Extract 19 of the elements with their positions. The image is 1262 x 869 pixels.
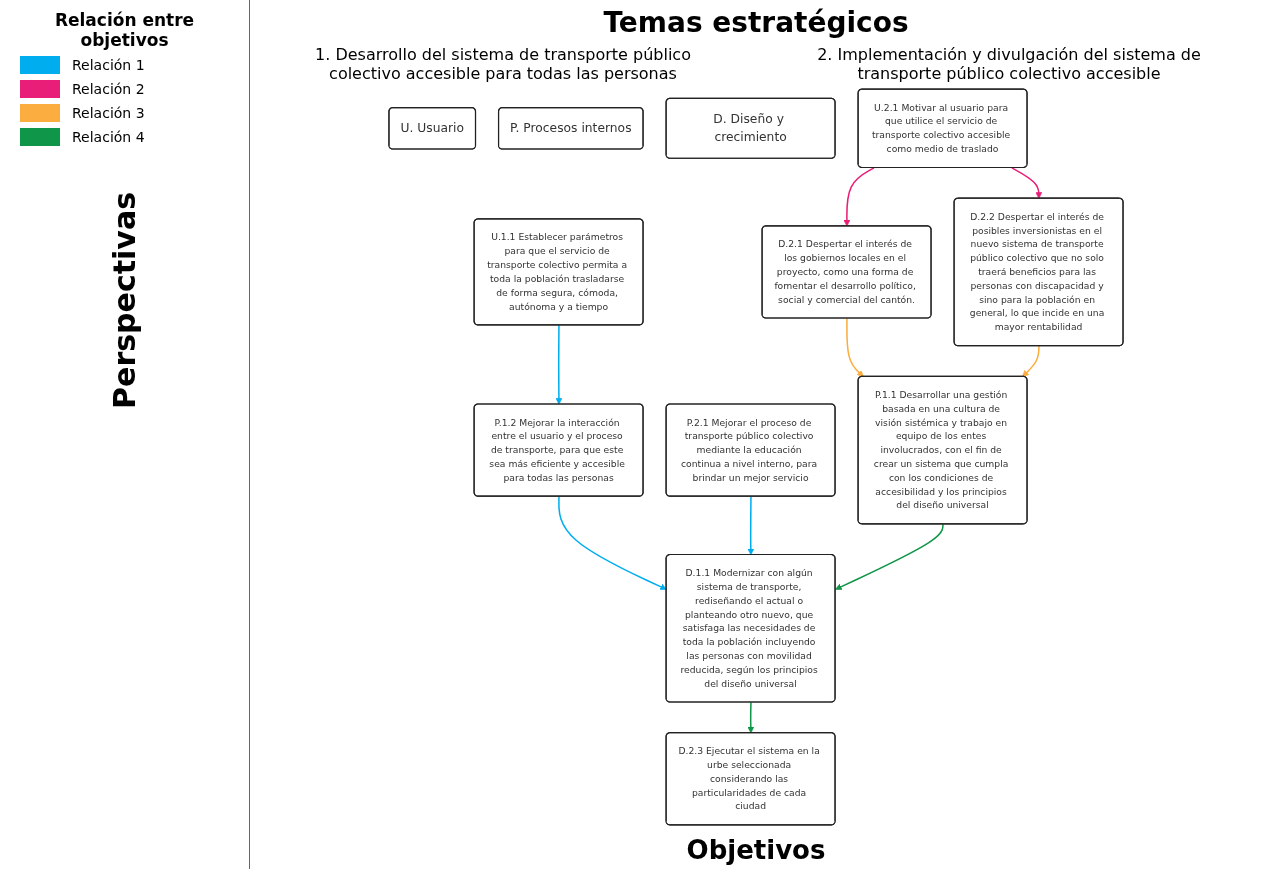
legend-label: Relación 2 [72, 81, 145, 97]
legend-label: Relación 3 [72, 105, 145, 121]
arrow [835, 523, 944, 590]
arrow [843, 167, 875, 227]
arrow [846, 317, 864, 378]
arrow [747, 701, 755, 734]
arrow [747, 495, 755, 556]
arrow [1011, 167, 1043, 199]
legend-heading: Relación entre objetivos [53, 10, 196, 50]
arrow [555, 324, 563, 405]
legend-label: Relación 4 [72, 129, 145, 145]
footer-heading: Objetivos [686, 835, 826, 865]
arrow [558, 495, 667, 590]
column-heading: 2. Implementación y divulgación del sistema de transporte público colectivo accesible [816, 45, 1202, 83]
arrow [1022, 345, 1040, 378]
column-heading: 1. Desarrollo del sistema de transporte público colectivo accesible para todas las personas [314, 45, 692, 83]
row-heading: Perspectivas [107, 192, 142, 409]
title: Temas estratégicos [603, 6, 909, 39]
legend-label: Relación 1 [72, 57, 145, 73]
